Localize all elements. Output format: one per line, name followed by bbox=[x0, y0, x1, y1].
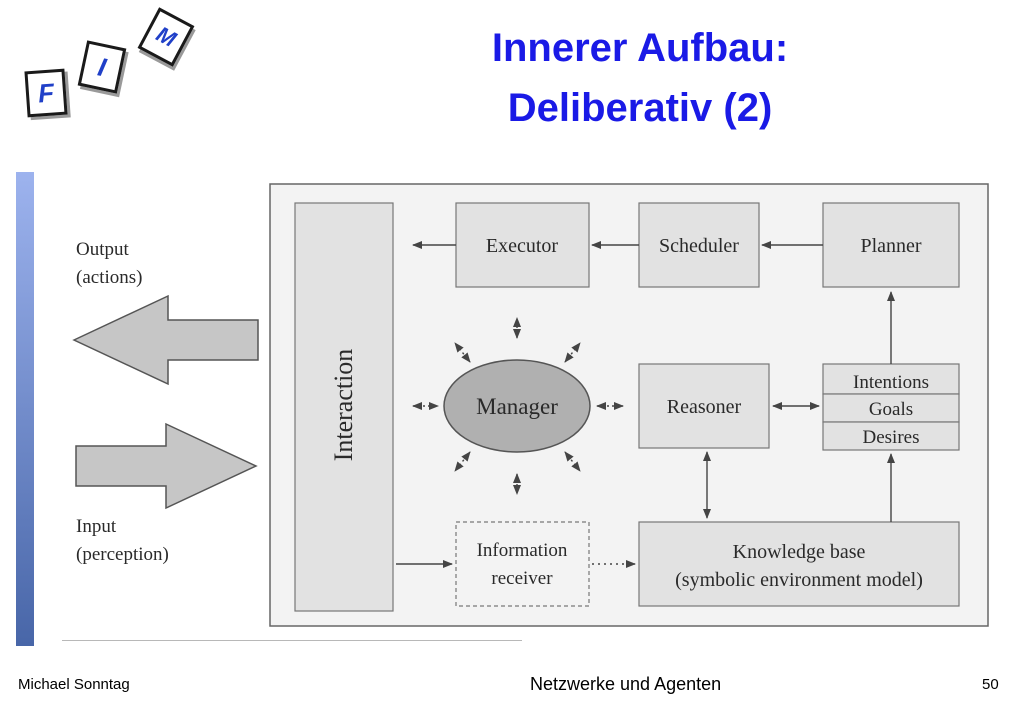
slide-title-line1: Innerer Aufbau: bbox=[491, 26, 789, 70]
slide-title-line2: Deliberativ (2) bbox=[507, 86, 773, 130]
page-number: 50 bbox=[982, 676, 999, 693]
footer-divider bbox=[62, 640, 522, 641]
executor-label: Executor bbox=[486, 235, 559, 257]
footer-author: Michael Sonntag bbox=[18, 676, 130, 693]
knowledge-base-line2: (symbolic environment model) bbox=[675, 569, 923, 591]
scheduler-box bbox=[638, 202, 760, 288]
output-arrow bbox=[72, 294, 259, 386]
output-label-line2: (actions) bbox=[76, 267, 142, 288]
planner-box bbox=[822, 202, 960, 288]
reasoner-box bbox=[638, 363, 770, 449]
manager-ray-lower-left bbox=[454, 451, 471, 472]
scheduler-label: Scheduler bbox=[659, 235, 739, 257]
footer-title: Netzwerke und Agenten bbox=[530, 674, 722, 694]
interaction-box bbox=[294, 202, 394, 612]
manager-ray-upper-right bbox=[564, 342, 581, 363]
intentions-label: Intentions bbox=[853, 372, 929, 393]
reasoner-label: Reasoner bbox=[667, 396, 742, 418]
information-receiver-box bbox=[455, 521, 590, 607]
manager-ray-lower-right bbox=[564, 451, 581, 472]
desires-label: Desires bbox=[863, 427, 920, 448]
input-label-line1: Input bbox=[76, 516, 117, 537]
information-receiver-line2: receiver bbox=[491, 568, 553, 589]
manager-label: Manager bbox=[476, 394, 558, 419]
manager-ray-upper-left bbox=[454, 342, 471, 363]
output-label-line1: Output bbox=[76, 239, 130, 260]
input-label-line2: (perception) bbox=[76, 544, 169, 565]
planner-label: Planner bbox=[860, 235, 921, 257]
knowledge-base-line1: Knowledge base bbox=[733, 541, 866, 563]
goals-label: Goals bbox=[869, 399, 913, 420]
accent-bar bbox=[16, 172, 34, 646]
knowledge-base-box bbox=[638, 521, 960, 607]
interaction-label: Interaction bbox=[329, 349, 358, 462]
executor-box bbox=[455, 202, 590, 288]
input-arrow bbox=[75, 422, 258, 510]
information-receiver-line1: Information bbox=[477, 540, 568, 561]
manager-node bbox=[443, 359, 591, 453]
desires-box bbox=[822, 421, 960, 451]
